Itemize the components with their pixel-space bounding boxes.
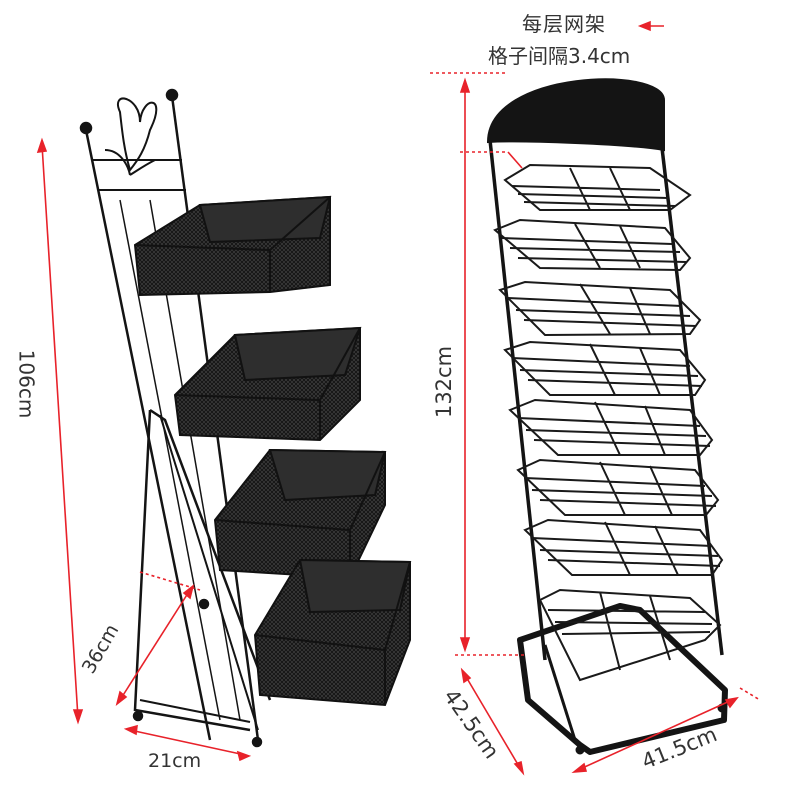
dimension-lines — [36, 20, 761, 776]
right-height-label: 132cm — [432, 345, 457, 419]
right-rack-shelves — [493, 163, 724, 682]
left-width-label: 21cm — [148, 750, 202, 772]
right-newspaper-rack — [486, 78, 728, 755]
left-height-label: 106cm — [14, 349, 39, 419]
shelf-note-line2: 格子间隔3.4cm — [488, 44, 631, 68]
shelf-note-line1: 每层网架 — [522, 12, 606, 36]
left-rack-baskets — [133, 195, 412, 707]
